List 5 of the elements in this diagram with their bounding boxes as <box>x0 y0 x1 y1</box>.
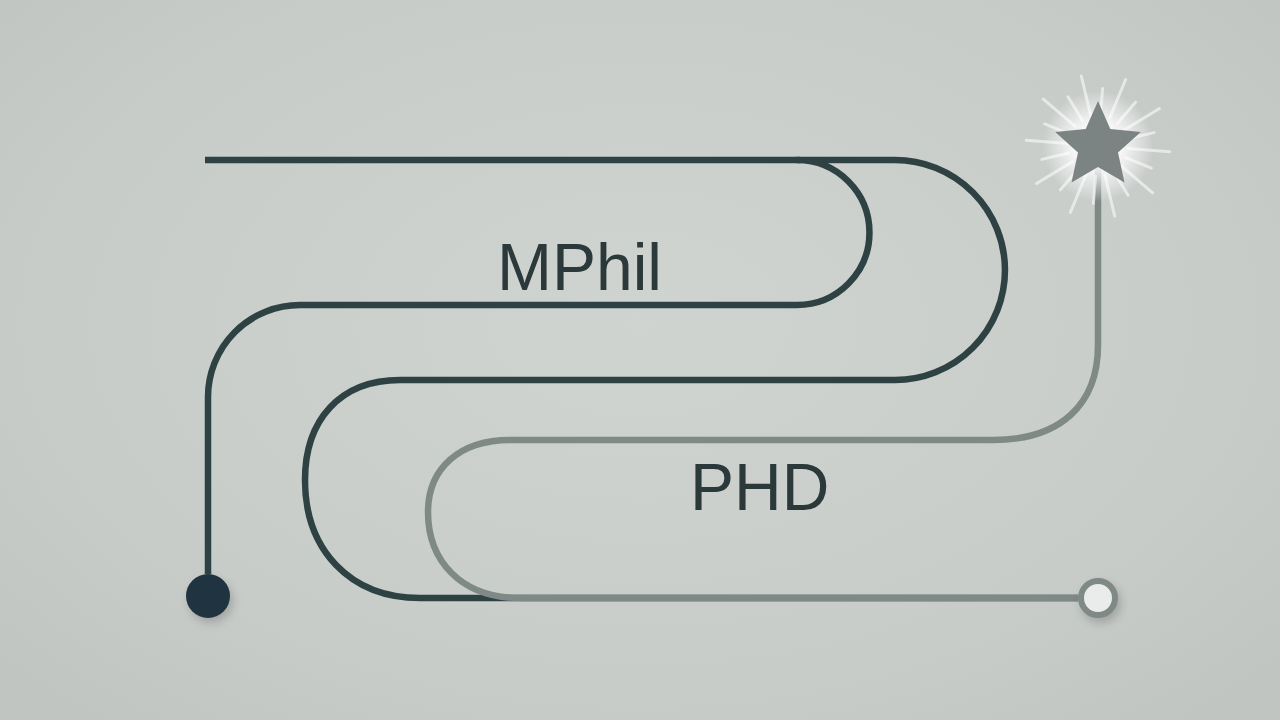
star-icon <box>1024 72 1172 220</box>
dot-icon <box>186 574 230 618</box>
ring-icon <box>1078 578 1118 618</box>
stage-label: MPhil <box>497 234 663 300</box>
stage-label: PHD <box>690 454 830 520</box>
